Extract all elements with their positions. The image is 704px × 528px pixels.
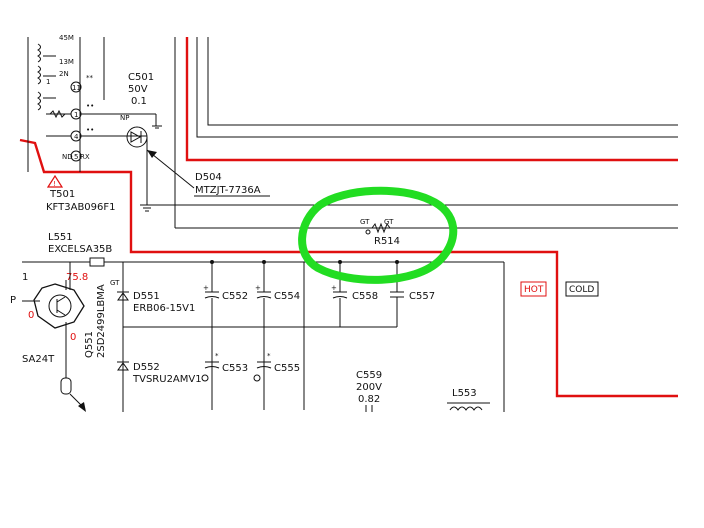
svg-text:+: + — [203, 284, 209, 292]
capacitor-c552: + — [203, 260, 220, 410]
r514-gt-right: GT — [384, 218, 394, 226]
q-pin-1: 1 — [22, 272, 28, 283]
q551-part: 2SD2499LBMA — [96, 284, 107, 358]
svg-text:*: * — [215, 352, 219, 360]
t501-part: KFT3AB096F1 — [46, 202, 116, 213]
np-label: NP — [120, 114, 129, 122]
svg-text:+: + — [331, 284, 337, 292]
c555-label: C555 — [274, 363, 300, 374]
c501-value: 0.1 — [131, 96, 147, 107]
c558-label: C558 — [352, 291, 378, 302]
r514-gt-left: GT — [360, 218, 370, 226]
d504-label: D504 — [195, 172, 222, 183]
p-label: P — [10, 295, 16, 306]
voltage-75-8: 75.8 — [66, 272, 88, 283]
d551-part: ERB06-15V1 — [133, 303, 195, 314]
q551-label: Q551 — [84, 331, 95, 358]
l553-label: L553 — [452, 388, 477, 399]
capacitor-c555: * — [253, 352, 272, 382]
c557-label: C557 — [409, 291, 435, 302]
capacitor-c557 — [390, 260, 404, 327]
gt-label-d551: GT — [110, 279, 120, 287]
r514-label: R514 — [374, 236, 400, 247]
hot-cold-boundary — [19, 37, 678, 398]
t501-label: T501 — [49, 189, 75, 200]
svg-text:••: •• — [86, 102, 94, 110]
top-right-lines — [196, 37, 678, 138]
pin-5-label: 5 — [74, 153, 78, 161]
hot-tag: HOT — [520, 281, 547, 297]
pin-4-label: 4 — [74, 133, 79, 141]
transformer-t501: 45M 13M 2N 1 11 1 4 5 ND RX ** •• •• — [27, 34, 147, 172]
rx-label: RX — [80, 153, 90, 161]
pin-1-label: 1 — [74, 111, 78, 119]
zero-left: 0 — [28, 310, 34, 321]
svg-text:COLD: COLD — [569, 285, 594, 295]
c554-label: C554 — [274, 291, 300, 302]
svg-text:!: ! — [53, 180, 56, 188]
pin-11-label: 11 — [72, 84, 81, 92]
nd-label: ND — [62, 153, 73, 161]
c501-group: C501 50V 0.1 NP — [120, 72, 195, 205]
tap-13m-label: 13M — [59, 58, 74, 66]
c559-value: 0.82 — [358, 394, 380, 405]
highlight-circle — [298, 186, 458, 284]
svg-text:••: •• — [86, 126, 94, 134]
tap-45m-label: 45M — [59, 34, 74, 42]
c559-label: C559 — [356, 370, 382, 381]
capacitor-c558: + — [331, 260, 348, 327]
sa24t-label: SA24T — [22, 354, 55, 365]
d552-label: D552 — [133, 362, 160, 373]
resistor-r514[interactable]: GT GT R514 — [360, 218, 400, 247]
ground-symbol — [140, 204, 154, 212]
d504-part: MTZJT-7736A — [195, 185, 261, 196]
c501-voltage: 50V — [128, 84, 148, 95]
cold-tag: COLD — [565, 281, 599, 297]
zero-bottom: 0 — [70, 332, 76, 343]
d551-label: D551 — [133, 291, 160, 302]
c501-label: C501 — [128, 72, 154, 83]
capacitor-c554: + — [255, 260, 272, 410]
svg-text:HOT: HOT — [524, 285, 544, 295]
capacitor-c553: * — [201, 352, 220, 382]
tap-1-label: 1 — [46, 78, 50, 86]
svg-text:*: * — [267, 352, 271, 360]
diode-d552 — [117, 361, 129, 371]
warning-icon: ! — [46, 174, 64, 188]
diode-d504-body — [126, 126, 148, 148]
l551-label: L551 — [48, 232, 73, 243]
tap-2n-label: 2N — [59, 70, 69, 78]
svg-text:**: ** — [86, 74, 94, 82]
c559-voltage: 200V — [356, 382, 382, 393]
svg-text:+: + — [255, 284, 261, 292]
c553-label: C553 — [222, 363, 248, 374]
diode-d551: GT — [110, 279, 129, 301]
d552-part: TVSRU2AMV1 — [132, 374, 202, 385]
transistor-q551: 1 75.8 P 0 0 SA24T Q551 2SD2499LBMA — [10, 262, 107, 412]
l551-part: EXCELSA35B — [48, 244, 112, 255]
c552-label: C552 — [222, 291, 248, 302]
